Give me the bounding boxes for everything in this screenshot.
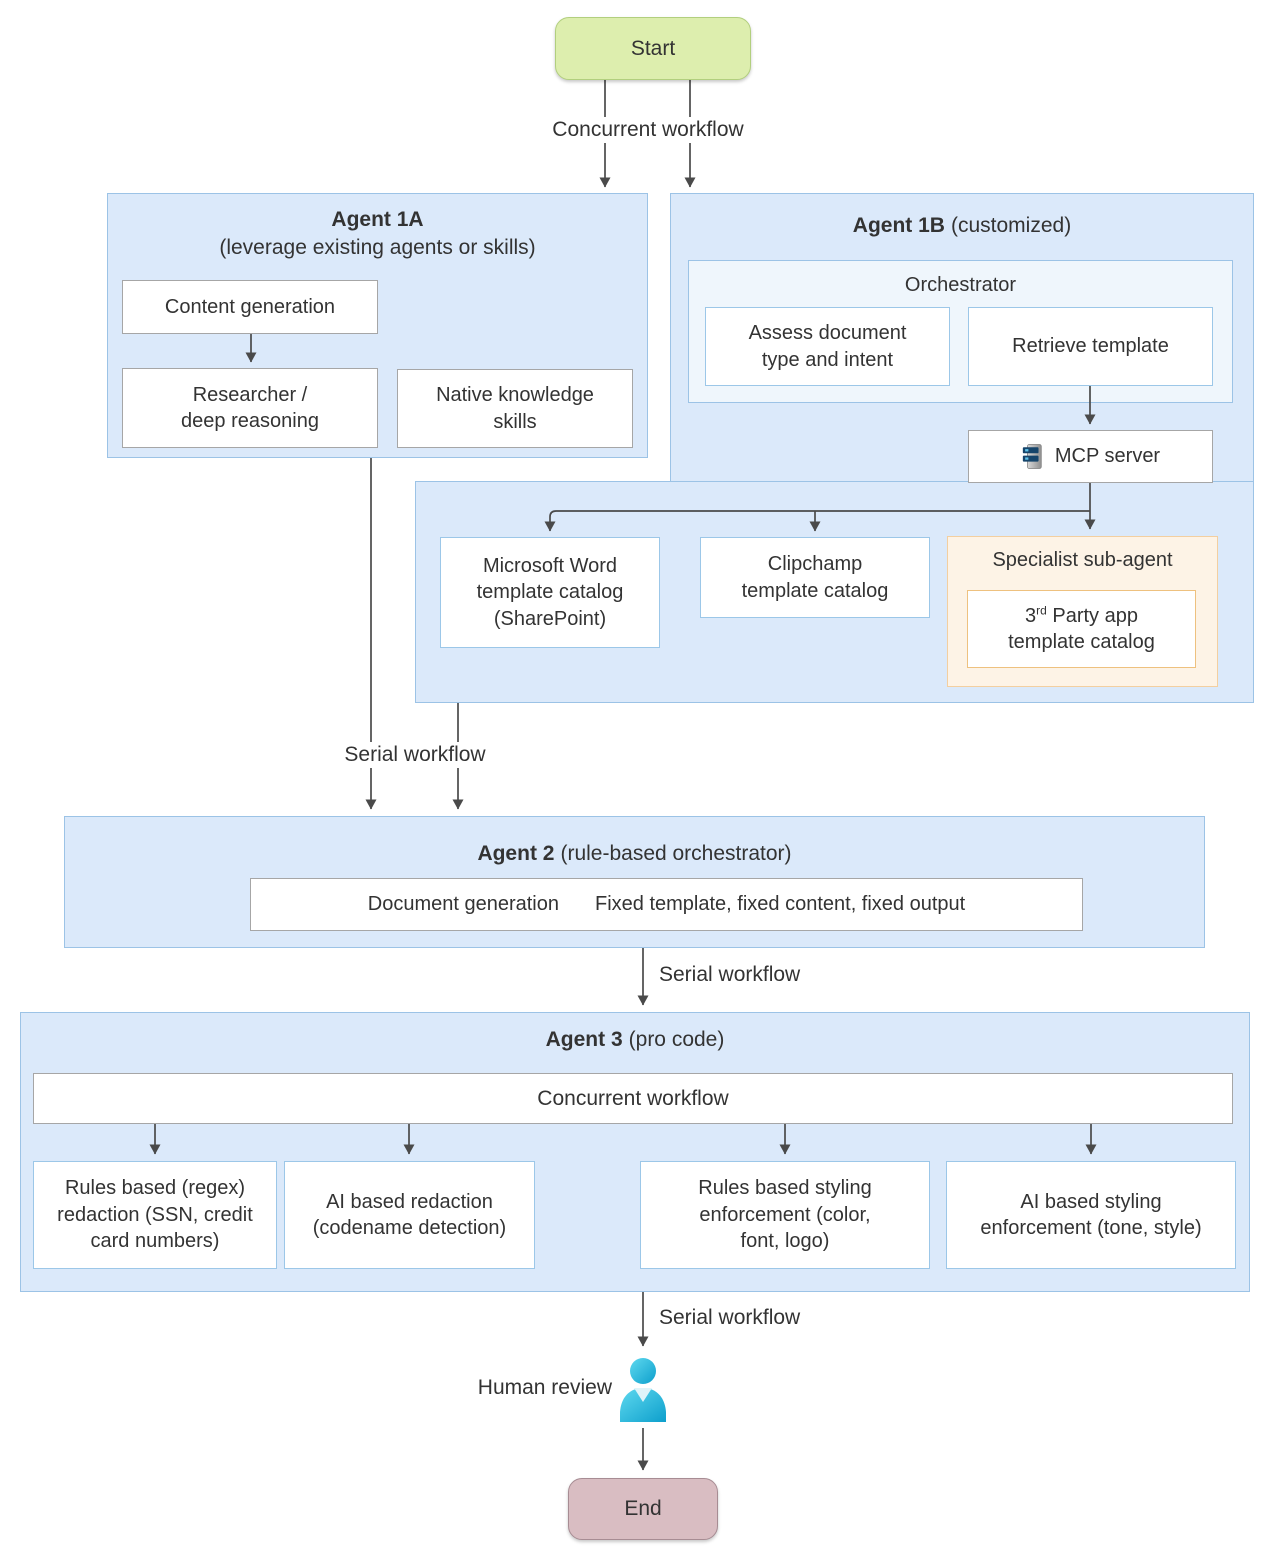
agent-1b-subtitle: (customized) <box>950 214 1072 237</box>
person-icon <box>614 1356 672 1426</box>
mcp-server-label: MCP server <box>1054 445 1161 468</box>
third-party-num: 3 <box>1025 604 1037 627</box>
agent-2-title: Agent 2(rule-based orchestrator) <box>64 840 1205 868</box>
mcp-server-box: MCP server <box>968 430 1213 483</box>
clipchamp-template-catalog-box: Clipchamp template catalog <box>700 537 930 618</box>
third-party-sup: rd <box>1036 602 1047 617</box>
edge-label-serial-workflow-1: Serial workflow <box>316 742 514 768</box>
agent-1b-title-text: Agent 1B <box>852 214 945 237</box>
document-generation-label: Document generation <box>367 893 559 916</box>
server-stack-icon <box>1021 442 1045 471</box>
agent-1b-title: Agent 1B(customized) <box>670 212 1254 240</box>
rules-based-redaction-box: Rules based (regex) redaction (SSN, cred… <box>33 1161 277 1269</box>
document-generation-box: Document generation Fixed template, fixe… <box>250 878 1083 931</box>
native-knowledge-skills-box: Native knowledge skills <box>397 369 633 448</box>
edge-label-serial-workflow-2: Serial workflow <box>659 963 801 986</box>
agent-1a-title-text: Agent 1A <box>331 208 424 231</box>
assess-document-box: Assess document type and intent <box>705 307 950 386</box>
end-node: End <box>568 1478 718 1540</box>
third-party-rest: Party app template catalog <box>1008 604 1155 653</box>
agent-3-title-text: Agent 3 <box>545 1028 623 1051</box>
agent-3-title: Agent 3(pro code) <box>20 1026 1250 1054</box>
ai-based-styling-box: AI based styling enforcement (tone, styl… <box>946 1161 1236 1269</box>
rules-based-styling-box: Rules based styling enforcement (color, … <box>640 1161 930 1269</box>
edge-label-concurrent-workflow-top: Concurrent workflow <box>528 117 768 143</box>
researcher-deep-reasoning-box: Researcher / deep reasoning <box>122 368 378 448</box>
agent-1a-subtitle: (leverage existing agents or skills) <box>219 236 536 260</box>
fixed-template-label: Fixed template, fixed content, fixed out… <box>595 893 966 916</box>
agent-1a-title: Agent 1A (leverage existing agents or sk… <box>107 206 648 263</box>
human-review-label: Human review <box>477 1376 612 1399</box>
agent-2-subtitle: (rule-based orchestrator) <box>560 842 792 865</box>
ai-based-redaction-box: AI based redaction (codename detection) <box>284 1161 535 1269</box>
content-generation-box: Content generation <box>122 280 378 334</box>
specialist-sub-agent-title: Specialist sub-agent <box>992 549 1173 571</box>
start-node: Start <box>555 17 751 80</box>
orchestrator-title: Orchestrator <box>904 274 1017 296</box>
edge-label-serial-workflow-3: Serial workflow <box>659 1306 801 1329</box>
retrieve-template-box: Retrieve template <box>968 307 1213 386</box>
concurrent-workflow-bar: Concurrent workflow <box>33 1073 1233 1124</box>
third-party-template-catalog-box: 3rd Party app template catalog <box>967 590 1196 668</box>
agent-2-title-text: Agent 2 <box>477 842 555 865</box>
agent-3-subtitle: (pro code) <box>628 1028 725 1051</box>
word-template-catalog-box: Microsoft Word template catalog (SharePo… <box>440 537 660 648</box>
